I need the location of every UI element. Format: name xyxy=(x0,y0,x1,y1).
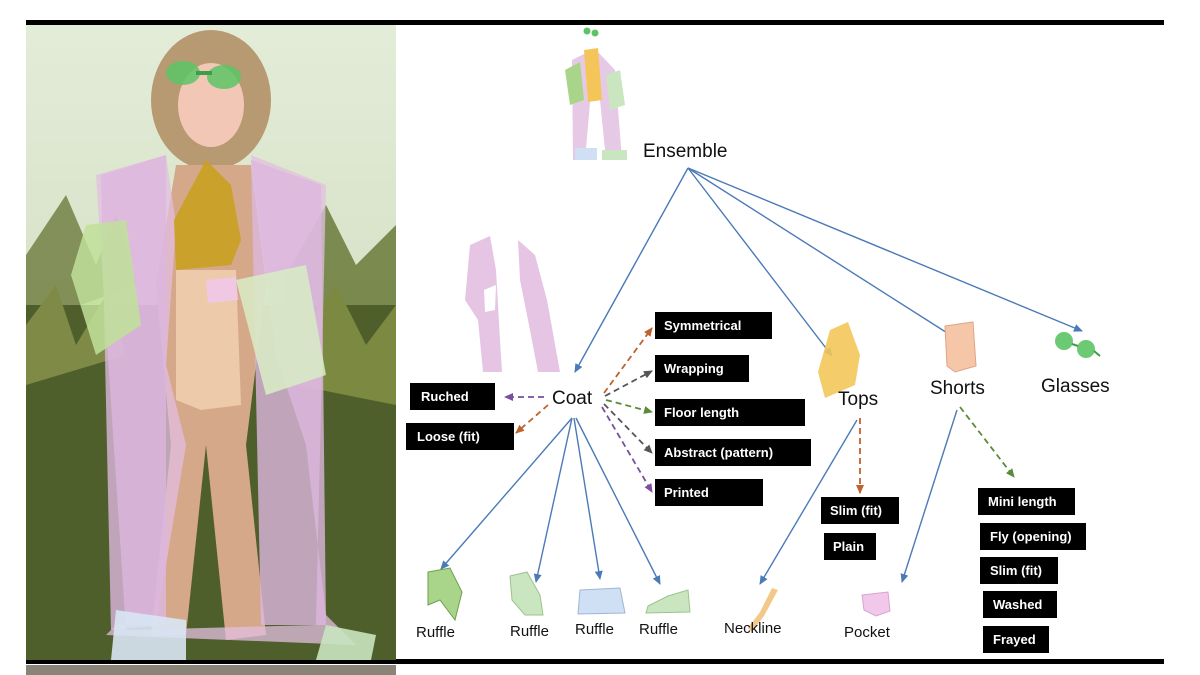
tag-shorts-frayed: Frayed xyxy=(983,626,1049,653)
tag-tops-plain: Plain xyxy=(824,533,876,560)
tag-shorts-fly-opening: Fly (opening) xyxy=(980,523,1086,550)
edge-ensemble-glasses xyxy=(687,167,1083,332)
neckline-label: Neckline xyxy=(724,620,782,637)
coat-part-edges xyxy=(440,417,661,585)
svg-text:Loose (fit): Loose (fit) xyxy=(417,429,480,444)
pocket-label: Pocket xyxy=(844,624,891,641)
svg-text:Mini length: Mini length xyxy=(988,494,1057,509)
svg-text:Abstract (pattern): Abstract (pattern) xyxy=(664,445,773,460)
ensemble-label: Ensemble xyxy=(643,141,728,162)
top-border xyxy=(26,20,1164,25)
edge-coat-loose xyxy=(515,404,549,434)
bottom-border xyxy=(26,659,1164,664)
svg-text:Slim (fit): Slim (fit) xyxy=(990,563,1042,578)
edge-shorts-pocket xyxy=(900,409,958,583)
svg-text:Wrapping: Wrapping xyxy=(664,361,724,376)
edge-ensemble-coat xyxy=(574,167,689,373)
svg-text:Printed: Printed xyxy=(664,485,709,500)
pocket-mask xyxy=(206,277,238,303)
shorts-mask xyxy=(176,270,241,410)
next-photo-strip xyxy=(26,665,396,675)
tag-shorts-mini-length: Mini length xyxy=(978,488,1075,515)
tag-printed: Printed xyxy=(655,479,763,506)
edge-coat-ruffle-2 xyxy=(533,417,573,583)
ruffle-label-1: Ruffle xyxy=(416,624,455,641)
tag-ruched: Ruched xyxy=(410,383,495,410)
top-mask xyxy=(174,160,241,270)
ruffle-icon-3 xyxy=(577,587,626,615)
edge-coat-ruffle-4 xyxy=(575,417,661,585)
glasses-icon xyxy=(1055,332,1101,358)
svg-text:Plain: Plain xyxy=(833,539,864,554)
ruffle-icon-4 xyxy=(645,589,691,614)
glasses-mask xyxy=(166,61,241,89)
edge-ensemble-tops xyxy=(687,167,833,357)
ruffle-icon-1 xyxy=(427,567,463,622)
svg-text:Floor length: Floor length xyxy=(664,405,739,420)
edge-coat-ruffle-1 xyxy=(440,417,573,570)
edge-coat-wrapping xyxy=(604,370,653,397)
tag-shorts-slim-fit: Slim (fit) xyxy=(980,557,1058,584)
edge-ensemble-shorts xyxy=(687,167,964,344)
edge-shorts-mini xyxy=(959,406,1015,478)
tag-wrapping: Wrapping xyxy=(655,355,749,382)
tops-icon xyxy=(818,322,860,398)
edge-coat-symmetrical xyxy=(603,327,653,394)
tag-tops-slim-fit: Slim (fit) xyxy=(821,497,899,524)
tops-label: Tops xyxy=(838,389,878,410)
edge-coat-printed xyxy=(601,406,653,493)
coat-label: Coat xyxy=(552,388,593,409)
svg-text:Ruched: Ruched xyxy=(421,389,469,404)
ruffle-label-3: Ruffle xyxy=(575,621,614,638)
coat-attribute-edges xyxy=(504,327,653,493)
ensemble-icon xyxy=(565,27,627,160)
svg-text:Frayed: Frayed xyxy=(993,632,1036,647)
tag-floor-length: Floor length xyxy=(655,399,805,426)
neckline-icon xyxy=(748,588,778,632)
svg-text:Symmetrical: Symmetrical xyxy=(664,318,741,333)
annotated-photo xyxy=(26,25,396,660)
svg-text:Fly (opening): Fly (opening) xyxy=(990,529,1072,544)
svg-text:Washed: Washed xyxy=(993,597,1042,612)
ruffle-icon-2 xyxy=(509,571,544,616)
svg-text:Slim (fit): Slim (fit) xyxy=(830,503,882,518)
coat-icon xyxy=(465,236,560,372)
shorts-icon xyxy=(944,321,977,373)
edge-coat-floor-length xyxy=(605,399,653,414)
tag-abstract-pattern: Abstract (pattern) xyxy=(655,439,811,466)
edge-tops-neckline xyxy=(759,419,858,585)
shorts-label: Shorts xyxy=(930,378,985,399)
edge-coat-abstract xyxy=(603,403,653,454)
tag-shorts-washed: Washed xyxy=(983,591,1057,618)
pocket-icon xyxy=(861,591,891,617)
tag-symmetrical: Symmetrical xyxy=(655,312,772,339)
ruffle-label-2: Ruffle xyxy=(510,623,549,640)
tag-loose-fit: Loose (fit) xyxy=(406,423,514,450)
glasses-label: Glasses xyxy=(1041,376,1110,397)
ruffle-label-4: Ruffle xyxy=(639,621,678,638)
edge-coat-ruffle-3 xyxy=(573,417,603,580)
ensemble-edges xyxy=(574,167,1083,373)
